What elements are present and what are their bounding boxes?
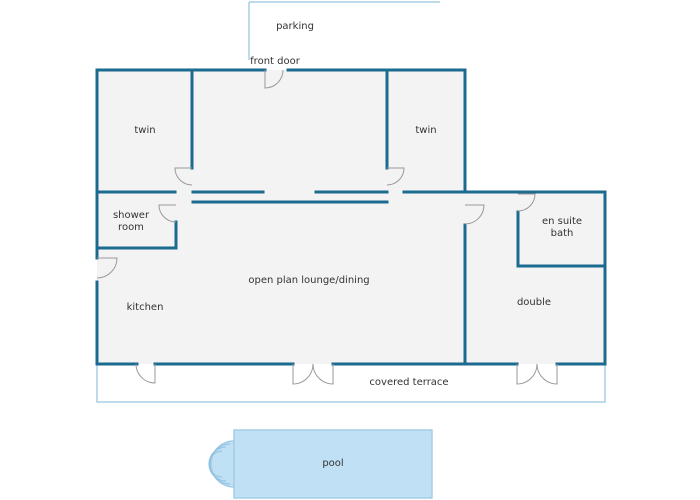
twin-left-door-swing: [174, 167, 193, 186]
covered-terrace-area: [96, 362, 606, 403]
double-label: double: [516, 297, 552, 308]
lounge-terrace-door-right: [312, 363, 334, 385]
parking-area: [248, 1, 440, 60]
walls: [95, 68, 607, 366]
twin-right-door-swing: [386, 167, 405, 186]
double-door-swing: [464, 204, 485, 225]
en-suite-bath-label: en suite bath: [541, 216, 583, 239]
kitchen-door-swing: [96, 257, 118, 279]
lounge-terrace-door-left: [292, 363, 314, 385]
floor-fill: [97, 70, 605, 364]
shower-room-label: shower room: [112, 210, 150, 233]
parking-label: parking: [276, 21, 314, 32]
doors: [96, 69, 558, 385]
front-door-swing: [264, 69, 284, 89]
open-plan-label: open plan lounge/dining: [248, 275, 370, 286]
double-terrace-door-right: [536, 363, 558, 385]
double-terrace-door-left: [516, 363, 538, 385]
pool-label: pool: [322, 458, 344, 469]
kitchen-label: kitchen: [126, 302, 164, 313]
pool: [208, 429, 433, 499]
shower-room-door-swing: [158, 204, 177, 223]
en-suite-door-swing: [517, 193, 536, 212]
pool-steps: [208, 443, 231, 485]
twin-right-label: twin: [415, 125, 437, 136]
kitchen-terrace-door-swing: [135, 363, 156, 384]
covered-terrace-label: covered terrace: [369, 377, 449, 388]
twin-left-label: twin: [134, 125, 156, 136]
front-door-label: front door: [250, 56, 300, 67]
